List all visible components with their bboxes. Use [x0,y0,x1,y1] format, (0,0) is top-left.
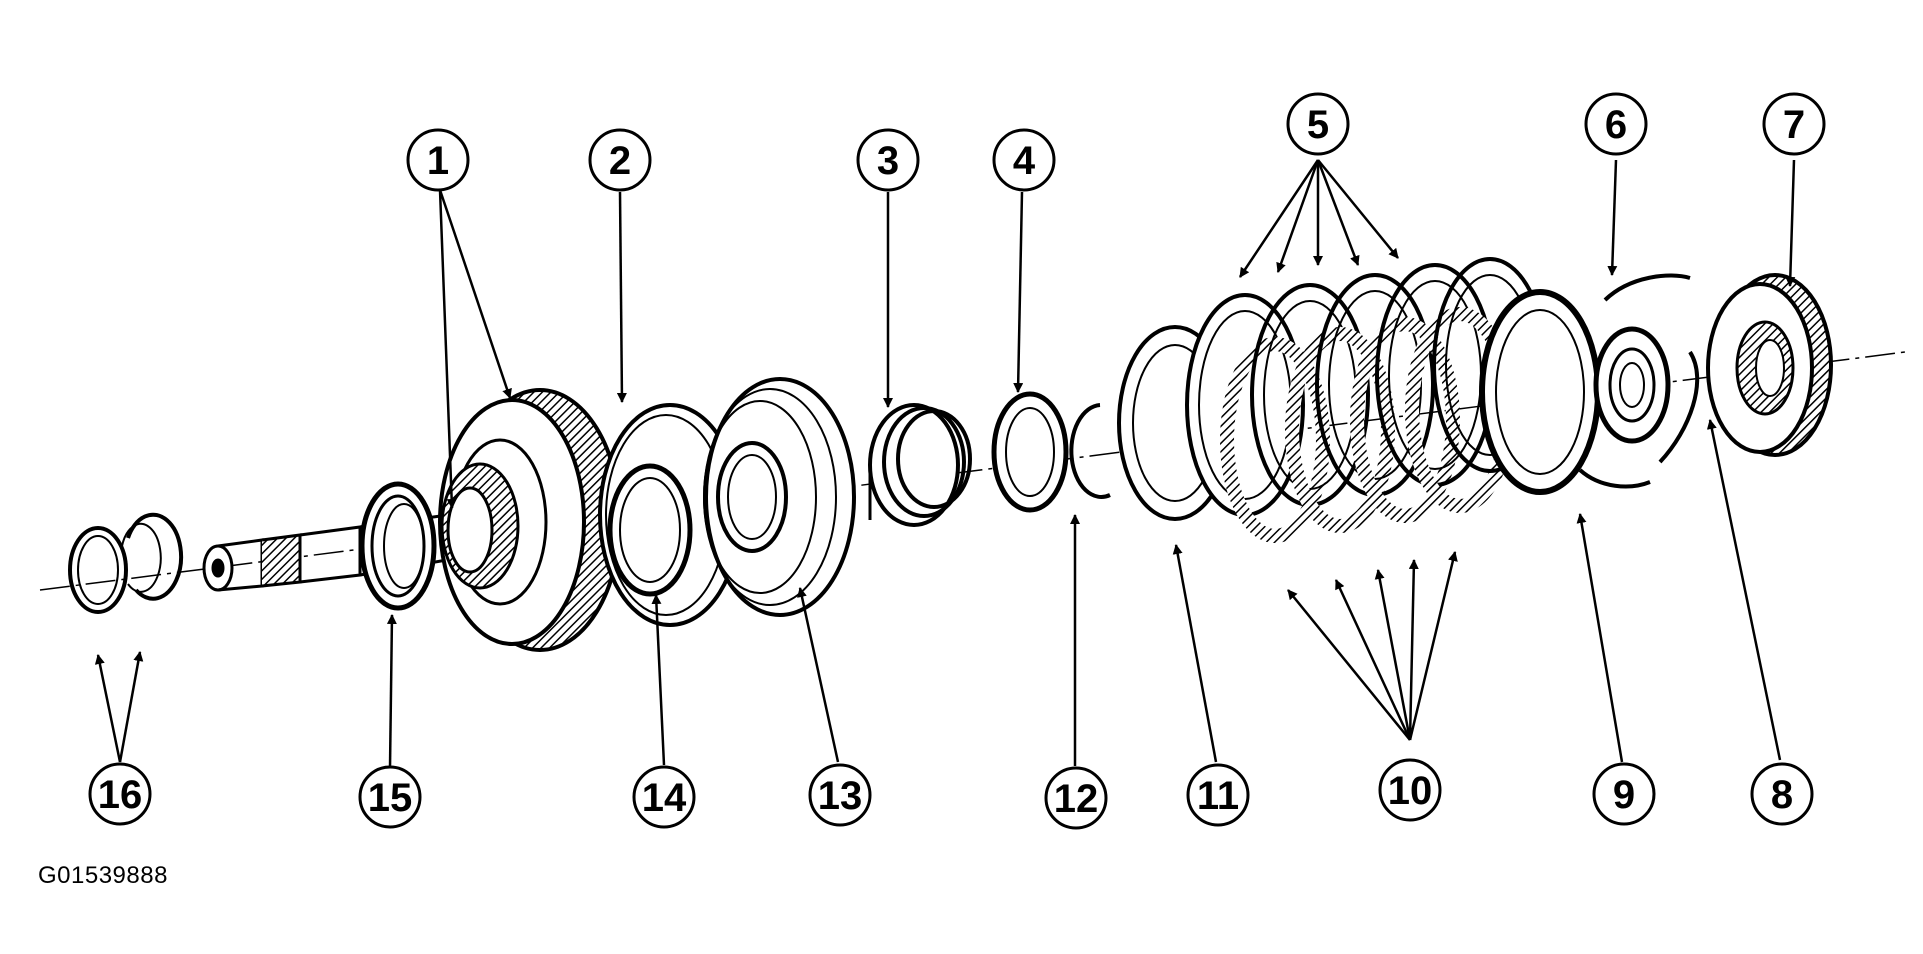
callout-9: 9 [1592,762,1656,826]
part-13-drum [703,377,856,617]
callout-3: 3 [856,128,920,192]
callout-4: 4 [992,128,1056,192]
part-14-washer [607,463,693,597]
svg-text:1: 1 [427,139,449,183]
svg-text:13: 13 [818,774,863,818]
part-4-retainer [991,391,1069,513]
svg-text:6: 6 [1605,103,1627,147]
svg-text:14: 14 [642,776,687,820]
callout-11: 11 [1186,763,1250,827]
svg-text:8: 8 [1771,773,1793,817]
part-16-snap-rings [68,512,184,614]
part-6-snap-ring [1578,273,1700,489]
callout-6: 6 [1584,92,1648,156]
callout-15: 15 [358,765,422,829]
svg-text:11: 11 [1197,774,1239,818]
svg-text:3: 3 [877,139,899,183]
callout-14: 14 [632,765,696,829]
callout-1: 1 [406,128,470,192]
part-5-10-clutch-pack [1185,257,1548,543]
svg-text:16: 16 [98,773,143,817]
callout-5: 5 [1286,92,1350,156]
svg-text:7: 7 [1783,103,1805,147]
callout-13: 13 [808,763,872,827]
svg-text:15: 15 [368,776,413,820]
callout-10: 10 [1378,758,1442,822]
callout-7: 7 [1762,92,1826,156]
part-3-spring [868,403,972,527]
svg-text:9: 9 [1613,773,1635,817]
svg-text:5: 5 [1307,103,1329,147]
part-9-plate [1479,289,1601,495]
callout-16: 16 [88,762,152,826]
leader-lines [94,159,1796,769]
figure-id-label: G01539888 [38,862,168,889]
part-7-gear [1706,273,1833,457]
part-15-bearing [359,481,437,611]
svg-text:10: 10 [1388,769,1433,813]
callout-2: 2 [588,128,652,192]
svg-text:12: 12 [1054,777,1099,821]
part-1-gear-assembly [438,388,622,652]
svg-text:4: 4 [1013,139,1036,183]
callout-12: 12 [1044,766,1108,830]
callout-8: 8 [1750,762,1814,826]
part-8-thrust-bearing [1593,326,1671,444]
part-12-snap-ring [1069,403,1111,499]
svg-text:2: 2 [609,139,631,183]
